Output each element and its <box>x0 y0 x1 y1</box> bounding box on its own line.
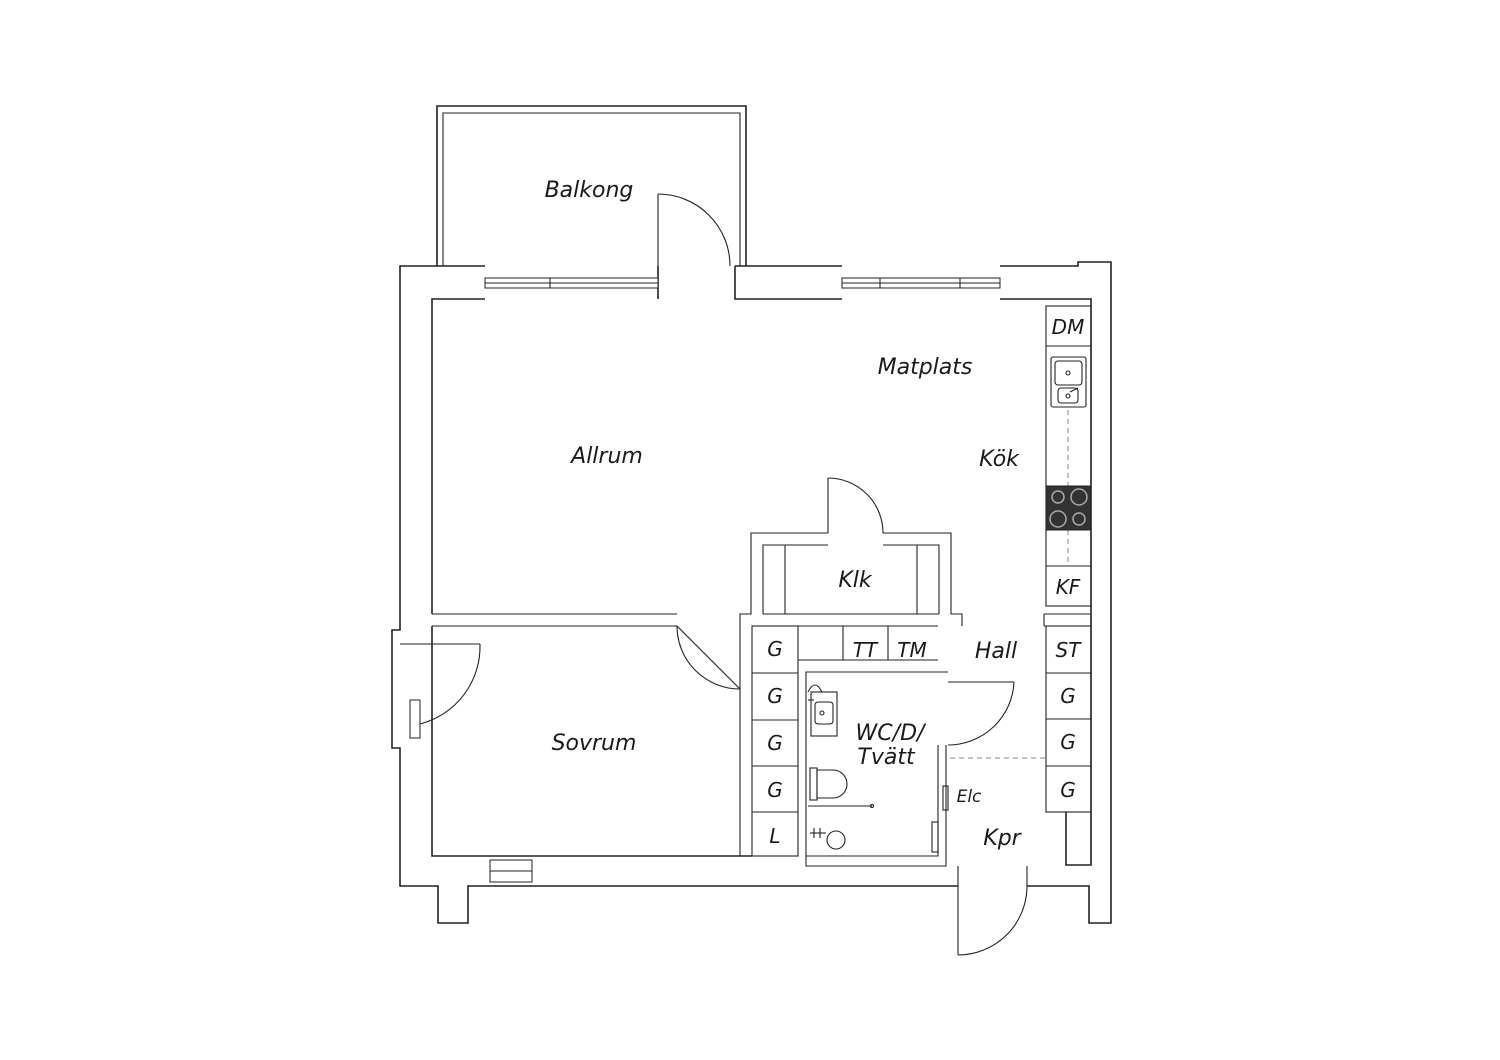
balcony-door-icon <box>657 193 731 267</box>
fixture-label-g: G <box>1060 684 1076 708</box>
entrance-door-icon <box>957 885 1028 956</box>
room-label-hall: Hall <box>975 639 1017 664</box>
fixture-label-st: ST <box>1056 638 1083 662</box>
fixture-label-l: L <box>769 824 780 848</box>
room-label-sovrum: Sovrum <box>552 731 637 756</box>
bathroom-fixtures <box>807 684 875 850</box>
fixture-label-g: G <box>767 684 783 708</box>
room-label-kpr: Kpr <box>983 826 1022 851</box>
room-label-klk: Klk <box>838 568 873 593</box>
stove-icon <box>1045 485 1092 531</box>
closet-door-icon <box>827 477 884 534</box>
fixture-label-dm: DM <box>1052 315 1085 339</box>
shower-icon <box>810 828 846 850</box>
fixture-label-g: G <box>1060 730 1076 754</box>
kitchen-counter <box>1045 305 1092 607</box>
fixture-label-g: G <box>1060 778 1076 802</box>
sink-icon <box>1050 356 1087 408</box>
bedroom-side-door-icon <box>400 643 481 725</box>
fixture-label-g: G <box>767 731 783 755</box>
room-label-wc: WC/D/ <box>856 721 927 746</box>
label-elc: Elc <box>957 787 982 807</box>
fixture-labels: DM KF ST G G G TT TM G G G G L <box>767 315 1084 848</box>
room-label-kok: Kök <box>979 447 1020 472</box>
room-labels: Balkong Allrum Matplats Kök Klk Hall Sov… <box>545 178 1023 851</box>
interior-walls <box>432 532 1092 886</box>
room-label-tvatt: Tvätt <box>857 745 916 770</box>
room-label-matplats: Matplats <box>878 355 973 380</box>
shower-rail-icon <box>808 803 875 809</box>
room-label-allrum: Allrum <box>569 444 643 469</box>
fixture-label-g: G <box>767 778 783 802</box>
fixture-label-tt: TT <box>853 638 879 662</box>
balcony <box>436 105 747 266</box>
fixture-label-kf: KF <box>1056 575 1081 599</box>
bedroom-door-icon <box>676 625 741 690</box>
bathroom-door-icon <box>947 681 1015 746</box>
fixture-label-tm: TM <box>897 638 926 662</box>
fixture-label-g: G <box>767 637 783 661</box>
room-label-balkong: Balkong <box>545 178 634 203</box>
doors <box>400 193 1028 956</box>
windows <box>409 277 1001 883</box>
toilet-icon <box>809 767 848 801</box>
washbasin-icon <box>807 684 838 737</box>
outer-walls <box>391 261 1112 924</box>
